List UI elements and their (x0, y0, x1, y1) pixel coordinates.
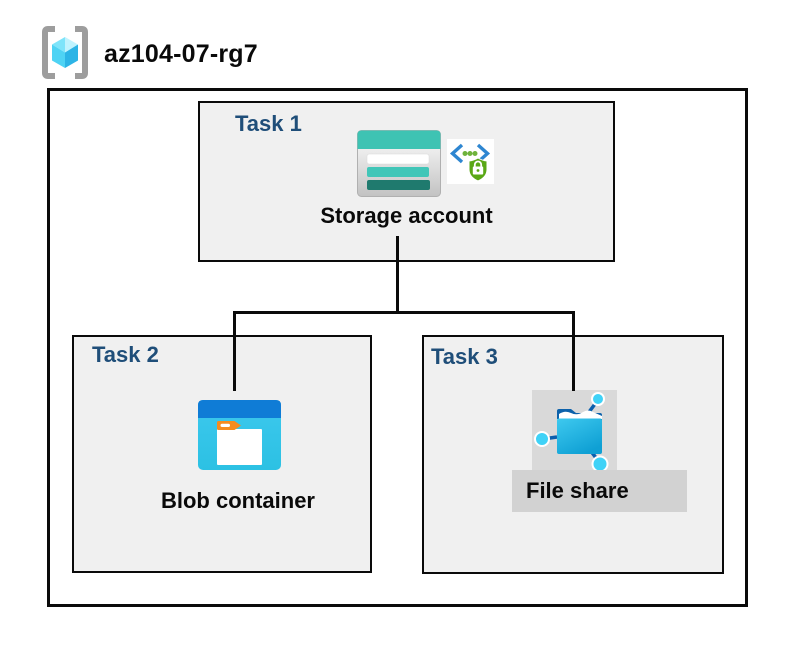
file-share-icon-backdrop (532, 390, 617, 473)
resource-group-icon (42, 26, 88, 79)
secure-transfer-icon (447, 139, 494, 184)
task1-box: Task 1 Storage account (198, 101, 615, 262)
task2-box: Task 2 Blob container (72, 335, 372, 573)
connector-to-fileshare (572, 311, 575, 391)
blob-container-icon (198, 400, 281, 470)
file-share-icon (534, 392, 609, 473)
connector-to-blob (233, 311, 236, 391)
task2-caption: Blob container (160, 488, 315, 513)
task3-label: Task 3 (431, 344, 498, 369)
resource-group-name: az104-07-rg7 (104, 40, 258, 68)
connector-storage-stem (396, 236, 399, 314)
task2-label: Task 2 (92, 342, 159, 367)
task3-caption: File share (526, 478, 629, 503)
connector-branch (233, 311, 575, 314)
file-share-label-band: File share (512, 470, 687, 512)
task1-label: Task 1 (235, 111, 302, 136)
task1-caption: Storage account (320, 203, 493, 228)
storage-account-icon (357, 130, 441, 197)
